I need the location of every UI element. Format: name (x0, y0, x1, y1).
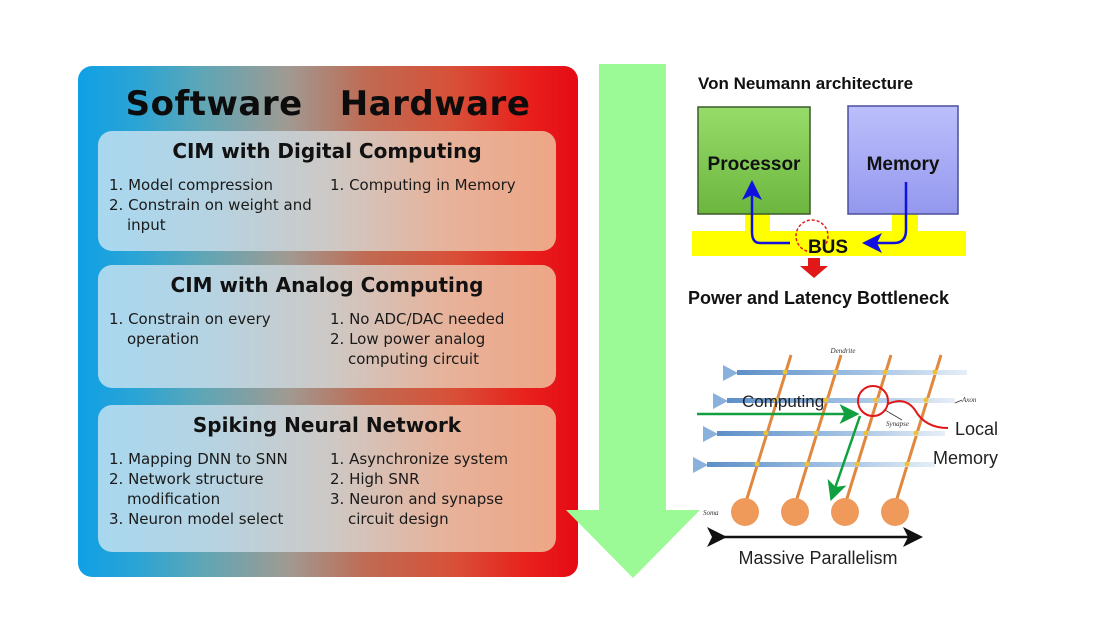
list-item: 1. Asynchronize system (330, 450, 509, 468)
computing-label: Computing (742, 392, 824, 411)
dendrites (743, 354, 943, 506)
section-title: CIM with Analog Computing (170, 273, 484, 297)
local-memory-curve (887, 400, 949, 429)
section-digital-computing: CIM with Digital Computing 1. Model comp… (98, 131, 556, 251)
list-item: 2. Constrain on weight and input (109, 196, 312, 234)
software-list: 1. Constrain on every operation (109, 309, 324, 349)
bottleneck-arrow-icon (800, 258, 828, 278)
axon-label: Axon (961, 396, 977, 404)
list-item: 3. Neuron model select (109, 510, 284, 528)
synapse-label: Synapse (886, 420, 909, 428)
list-item: 1. Computing in Memory (330, 176, 516, 194)
section-title: Spiking Neural Network (192, 413, 462, 437)
axon-pointer (954, 399, 963, 404)
local-memory-circle (857, 385, 889, 417)
list-item: 1. Model compression (109, 176, 273, 194)
parallel-flow-arrow (827, 415, 862, 502)
section-spiking-neural-network: Spiking Neural Network 1. Mapping DNN to… (98, 405, 556, 552)
list-item: 1. No ADC/DAC needed (330, 310, 505, 328)
bottleneck-circle (795, 219, 829, 253)
software-list: 1. Mapping DNN to SNN 2. Network structu… (109, 449, 324, 529)
soma-label: Soma (703, 509, 719, 517)
processor-label: Processor (708, 154, 802, 175)
software-hardware-panel: Software Hardware CIM with Digital Compu… (78, 66, 578, 577)
list-item: 2. High SNR (330, 470, 420, 488)
hardware-list: 1. Asynchronize system 2. High SNR 3. Ne… (330, 449, 552, 529)
list-item: 2. Network structure modification (109, 470, 264, 508)
local-label: Local (955, 419, 998, 439)
synapses (754, 369, 938, 467)
somas (731, 498, 909, 526)
list-item: 3. Neuron and synapse circuit design (330, 490, 504, 528)
bottleneck-label: Power and Latency Bottleneck (688, 288, 950, 308)
memory-label-neural: Memory (933, 448, 998, 468)
section-title: CIM with Digital Computing (172, 139, 482, 163)
processor-bus-stub (745, 214, 770, 232)
soma-circle (831, 498, 859, 526)
synapse-pointer (884, 409, 903, 421)
panel-title: Software Hardware (125, 84, 531, 124)
bus-label: BUS (808, 237, 848, 258)
memory-box (847, 105, 959, 215)
soma-circle (881, 498, 909, 526)
memory-to-bus-arrow (862, 182, 908, 253)
list-item: 1. Constrain on every operation (109, 310, 271, 348)
hardware-list: 1. Computing in Memory (330, 175, 552, 195)
list-item: 1. Mapping DNN to SNN (109, 450, 288, 468)
soma-circle (781, 498, 809, 526)
axons (693, 365, 967, 473)
section-analog-computing: CIM with Analog Computing 1. Constrain o… (98, 265, 556, 388)
hardware-list: 1. No ADC/DAC needed 2. Low power analog… (330, 309, 552, 369)
soma-circle (731, 498, 759, 526)
parallelism-label: Massive Parallelism (738, 548, 897, 568)
list-item: 2. Low power analog computing circuit (330, 330, 486, 368)
down-arrow-icon (566, 64, 700, 578)
dendrite-label: Dendrite (830, 347, 856, 355)
bus-bar (692, 231, 966, 256)
memory-label: Memory (867, 154, 940, 175)
software-list: 1. Model compression 2. Constrain on wei… (109, 175, 324, 235)
bus-to-processor-arrow (742, 180, 790, 245)
von-neumann-title: Von Neumann architecture (698, 74, 914, 93)
